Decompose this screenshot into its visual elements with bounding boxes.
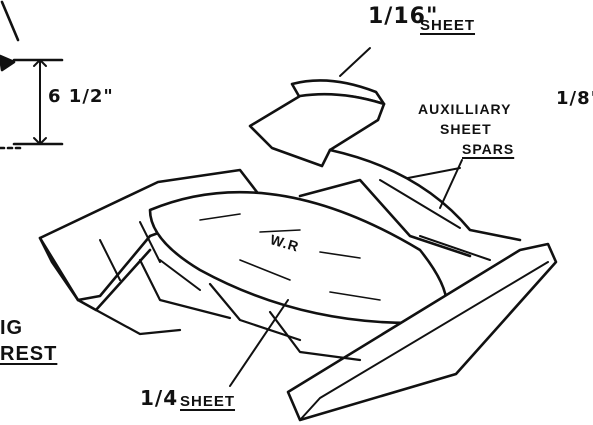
- under-rib-4: [94, 308, 182, 336]
- trailing-edge-face: [299, 261, 549, 421]
- spacing-fraction: 1/8": [556, 88, 593, 109]
- right-spar-upper: [328, 148, 522, 242]
- right-rib-1: [379, 179, 461, 229]
- top-sheet-leader: [339, 47, 371, 77]
- leading-edge-fragment: [0, 0, 20, 42]
- auxiliary-label-line2: SHEET: [440, 121, 492, 137]
- dimension-label: 6 1/2": [48, 86, 114, 107]
- right-rib-2: [419, 235, 491, 261]
- bottom-sheet-leader: [229, 299, 289, 387]
- sheet-top-fraction: 1/16": [368, 4, 439, 29]
- sheet-bottom-fraction: 1/4: [140, 386, 179, 410]
- left-ribs: [99, 221, 201, 291]
- right-spar-lower: [298, 178, 472, 258]
- under-rib-1: [138, 258, 232, 320]
- dimension-tick-bottom: [33, 137, 47, 145]
- main-rib-grain: [199, 213, 381, 301]
- under-rib-2: [208, 282, 302, 342]
- under-rib-3: [268, 310, 362, 362]
- auxiliary-label-line1: AUXILLIARY: [418, 101, 512, 117]
- partial-label-bottom: REST: [0, 343, 58, 365]
- arrowhead: [0, 54, 16, 72]
- partial-label-top: IG: [0, 317, 24, 339]
- sheet-bottom-label: SHEET: [180, 393, 236, 410]
- auxiliary-spar-leader-2: [439, 159, 463, 209]
- auxiliary-label-line3: SPARS: [462, 141, 515, 157]
- top-sheet-panel: [248, 92, 386, 168]
- auxiliary-spar-leader-1: [407, 167, 461, 179]
- left-wing-edge: [38, 236, 80, 302]
- main-rib: [148, 190, 448, 325]
- sheet-top-label: SHEET: [420, 17, 476, 34]
- dimension-tick-top: [33, 59, 47, 67]
